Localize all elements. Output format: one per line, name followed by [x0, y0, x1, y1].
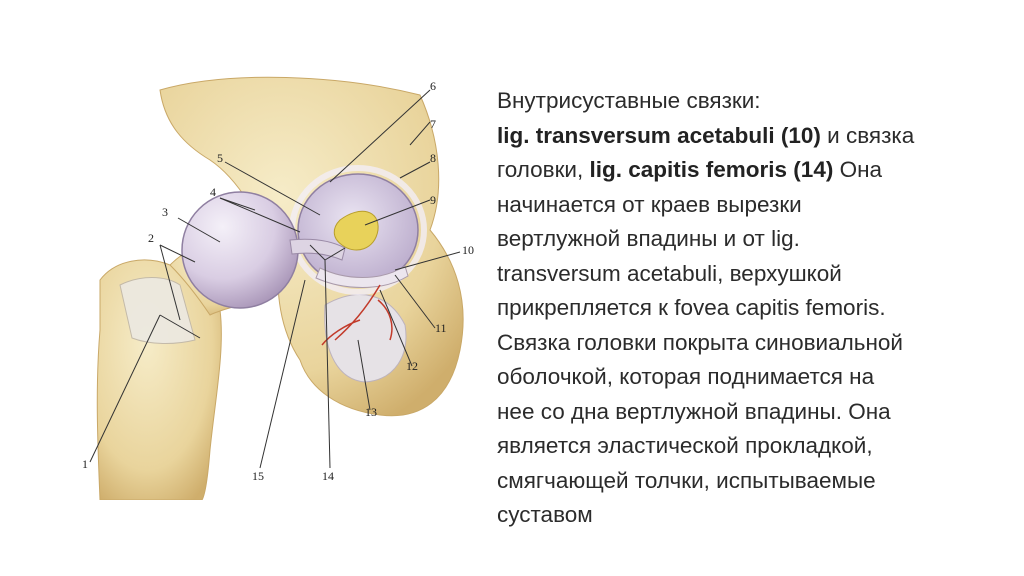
heading-line: Внутрисуставные связки:: [497, 88, 761, 113]
callout-10: 10: [462, 243, 474, 257]
text-line-8: Связка головки покрыта синовиальной: [497, 329, 903, 355]
callout-3: 3: [162, 205, 168, 219]
obturator-membrane: [324, 294, 407, 383]
text-line-3: головки, lig. capitis femoris (14) Она: [497, 153, 1017, 188]
transverse-ligament: [315, 265, 409, 288]
callout-15: 15: [252, 469, 264, 483]
leader-lines: [89, 89, 461, 469]
text-line-12: смягчающей толчки, испытываемые: [497, 467, 876, 493]
vessel-artery: [321, 284, 393, 346]
text-line-7: прикрепляется к fovea capitis femoris.: [497, 295, 886, 320]
ligament-capitis-femoris: [289, 238, 346, 261]
callout-9: 9: [430, 193, 436, 207]
description-text: Внутрисуставные связки: lig. transversum…: [497, 84, 1017, 533]
callout-11: 11: [435, 321, 447, 335]
hip-joint-illustration: 1 2 3 4 5 6 7 8 9 10 11 12 13 14 15: [82, 76, 474, 500]
callout-7: 7: [430, 117, 436, 131]
text-line-2-rest: и связка: [820, 122, 915, 148]
femoral-head: [181, 191, 299, 309]
acetabular-fat-pad: [333, 210, 379, 251]
callout-1: 1: [82, 457, 88, 471]
text-line-2: lig. transversum acetabuli (10) и связка: [497, 119, 1017, 154]
term-lig-capitis: lig. capitis femoris (14): [589, 157, 834, 182]
text-line-13: суставом: [497, 502, 593, 527]
text-line-5: вертлужной впадины и от lig.: [497, 226, 800, 251]
callout-12: 12: [406, 359, 418, 373]
text-line-4: начинается от краев вырезки: [497, 191, 802, 217]
callout-2: 2: [148, 231, 154, 245]
callout-5: 5: [217, 151, 223, 165]
callout-8: 8: [430, 151, 436, 165]
term-lig-transversum: lig. transversum acetabuli (10): [497, 122, 821, 148]
text-line-3-post: Она: [833, 157, 883, 182]
text-line-10: нее со дна вертлужной впадины. Она: [497, 398, 891, 424]
callout-6: 6: [430, 79, 436, 93]
text-line-6: transversum acetabuli, верхушкой: [497, 260, 842, 286]
callout-13: 13: [365, 405, 377, 419]
text-line-9: оболочкой, которая поднимается на: [497, 364, 875, 389]
callout-4: 4: [210, 185, 216, 199]
text-line-3-pre: головки,: [497, 157, 590, 182]
joint-capsule: [119, 277, 196, 345]
callout-14: 14: [322, 469, 334, 483]
callout-labels: 1 2 3 4 5 6 7 8 9 10 11 12 13 14 15: [82, 79, 474, 483]
text-line-11: является эластической прокладкой,: [497, 433, 873, 458]
